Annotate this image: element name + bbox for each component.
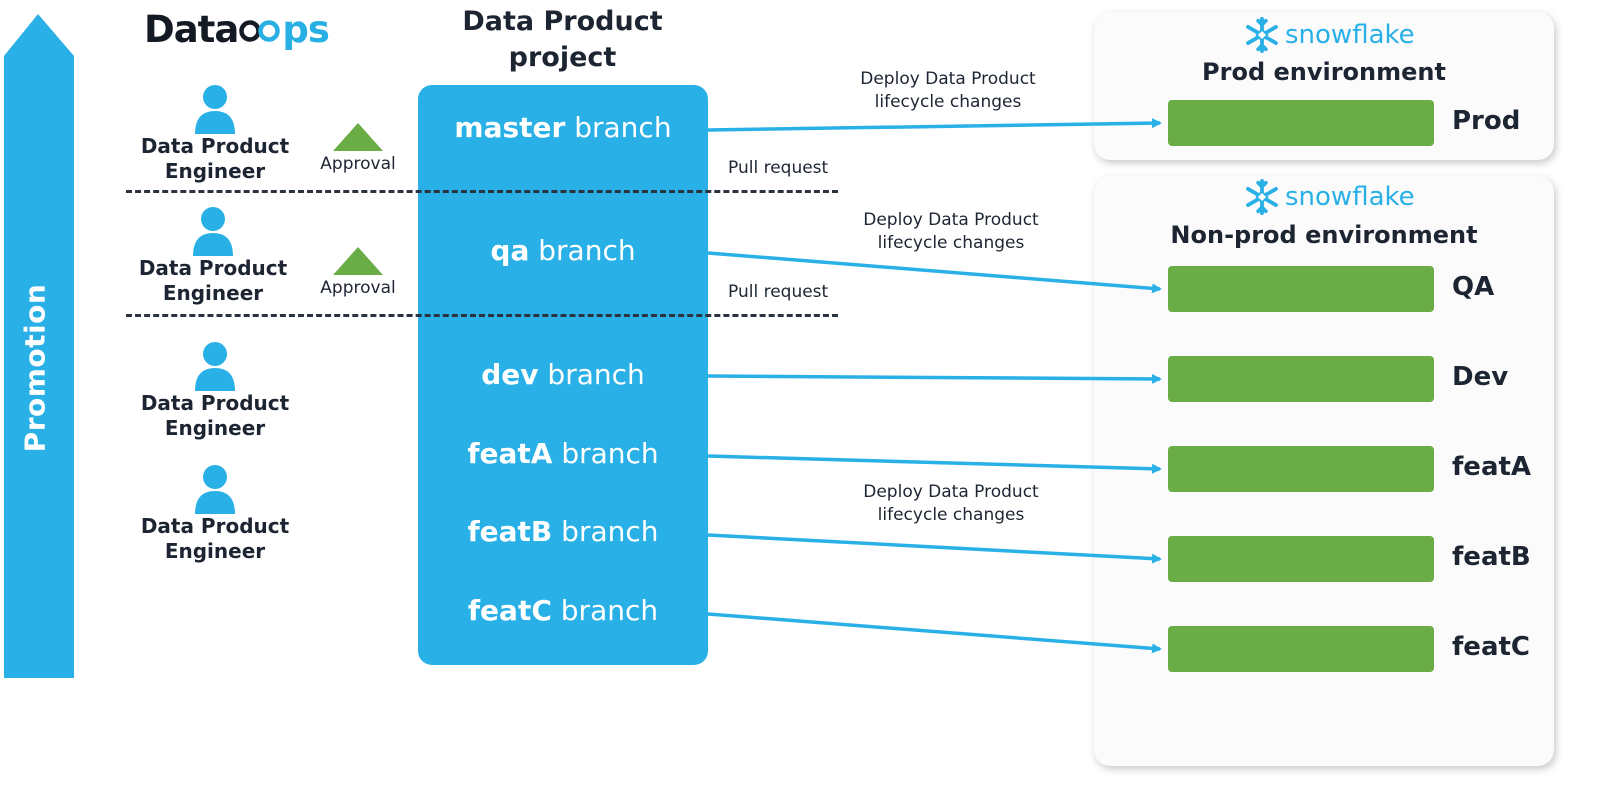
deploy-label-line2: lifecycle changes (874, 92, 1022, 112)
deploy-label-line1: Deploy Data Product (863, 210, 1039, 230)
arrow-featb-to-featb (707, 533, 1162, 564)
branch-name: qa (490, 234, 530, 267)
env-bar-prod (1168, 100, 1434, 146)
arrow-master-to-prod (707, 118, 1162, 132)
snowflake-wordmark: snowflake (1285, 182, 1415, 212)
snowflake-icon (1246, 178, 1278, 216)
arrow-dev-to-dev (707, 373, 1162, 384)
branch-name: featA (467, 437, 553, 470)
deploy-label-line1: Deploy Data Product (860, 69, 1036, 89)
snowflake-icon (1246, 16, 1278, 54)
deploy-label-3: Deploy Data Product lifecycle changes (841, 481, 1061, 527)
pull-request-label-2: Pull request (728, 282, 829, 302)
approval-label: Approval (320, 154, 396, 174)
approval-triangle-icon (333, 123, 383, 151)
engineer-label-line1: Data Product (140, 514, 290, 538)
dataops-logo: Data ps (144, 8, 330, 54)
branch-suffix: branch (574, 111, 672, 144)
snowflake-logo-prod: snowflake (1243, 16, 1415, 54)
dashed-separator-1 (126, 190, 838, 193)
person-icon (195, 85, 235, 134)
engineer-1: Data Product Engineer (135, 84, 295, 184)
branch-master: master branch (418, 110, 708, 146)
dashed-separator-2 (126, 314, 838, 317)
branch-dev: dev branch (418, 357, 708, 393)
approval-2: Approval (308, 246, 408, 298)
branch-suffix: branch (538, 234, 636, 267)
logo-infinity-icon (239, 20, 281, 42)
env-name-prod: Prod (1452, 106, 1521, 136)
project-title: Data Product project (440, 4, 685, 76)
logo-text-ps: ps (282, 8, 330, 51)
engineer-label-line1: Data Product (140, 134, 290, 158)
promotion-label: Promotion (18, 283, 52, 453)
engineer-label-line2: Engineer (164, 539, 266, 563)
env-bar-qa (1168, 266, 1434, 312)
branch-suffix: branch (547, 358, 645, 391)
project-title-line1: Data Product (462, 6, 663, 37)
env-name-featb: featB (1452, 542, 1531, 572)
deploy-label-line2: lifecycle changes (877, 505, 1025, 525)
deploy-label-2: Deploy Data Product lifecycle changes (841, 209, 1061, 255)
person-icon (195, 465, 235, 514)
promotion-arrow (4, 14, 74, 678)
engineer-label-line2: Engineer (164, 159, 266, 183)
deploy-label-line1: Deploy Data Product (863, 482, 1039, 502)
engineer-3: Data Product Engineer (135, 341, 295, 441)
arrow-feata-to-feata (707, 454, 1162, 474)
pull-request-label-1: Pull request (728, 158, 829, 178)
engineer-2: Data Product Engineer (133, 206, 293, 306)
branch-qa: qa branch (418, 233, 708, 269)
engineer-label-line2: Engineer (164, 416, 266, 440)
branch-name: featB (467, 515, 553, 548)
branch-name: dev (481, 358, 539, 391)
person-icon (193, 207, 233, 256)
branch-name: master (454, 111, 566, 144)
engineer-label-line1: Data Product (140, 391, 290, 415)
env-name-feata: featA (1452, 452, 1532, 482)
snowflake-wordmark: snowflake (1285, 20, 1415, 50)
approval-1: Approval (308, 122, 408, 174)
branch-name: featC (467, 594, 552, 627)
env-name-featc: featC (1452, 632, 1530, 662)
branch-featc: featC branch (418, 593, 708, 629)
engineer-label-line1: Data Product (138, 256, 288, 280)
branch-featb: featB branch (418, 514, 708, 550)
branch-suffix: branch (561, 437, 659, 470)
arrow-featc-to-featc (707, 612, 1162, 654)
project-title-line2: project (508, 42, 617, 73)
engineer-4: Data Product Engineer (135, 464, 295, 564)
approval-triangle-icon (333, 247, 383, 275)
deploy-label-line2: lifecycle changes (877, 233, 1025, 253)
env-bar-feata (1168, 446, 1434, 492)
branch-container (418, 85, 708, 665)
env-name-qa: QA (1452, 272, 1495, 302)
person-icon (195, 342, 235, 391)
branch-feata: featA branch (418, 436, 708, 472)
env-bar-dev (1168, 356, 1434, 402)
env-name-dev: Dev (1452, 362, 1509, 392)
snowflake-logo-nonprod: snowflake (1243, 178, 1415, 216)
logo-text-data: Data (144, 8, 239, 51)
approval-label: Approval (320, 278, 396, 298)
nonprod-environment-title: Non-prod environment (1170, 221, 1478, 249)
deploy-label-1: Deploy Data Product lifecycle changes (838, 68, 1058, 114)
engineer-label-line2: Engineer (162, 281, 264, 305)
env-bar-featc (1168, 626, 1434, 672)
env-bar-featb (1168, 536, 1434, 582)
prod-environment-title: Prod environment (1202, 58, 1446, 86)
branch-suffix: branch (561, 515, 659, 548)
branch-suffix: branch (560, 594, 659, 627)
